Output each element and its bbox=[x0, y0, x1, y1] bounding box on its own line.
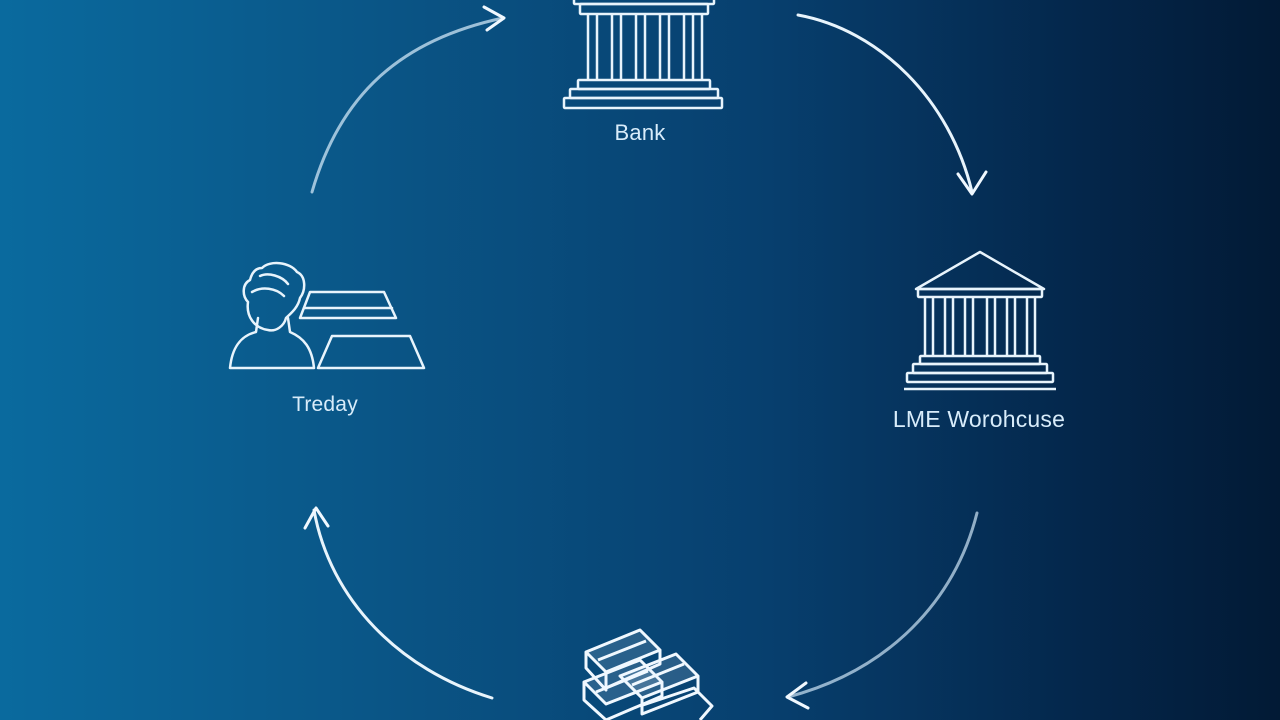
warehouse-building-icon bbox=[904, 250, 1056, 391]
trader-with-ingots-icon bbox=[228, 261, 426, 370]
arrow-trader-to-bank bbox=[310, 5, 506, 194]
arrow-ingots-to-trader bbox=[303, 506, 494, 700]
bank-label: Bank bbox=[614, 120, 666, 145]
warehouse-label: LME Worohcuse bbox=[892, 406, 1066, 432]
arrow-warehouse-to-ingots bbox=[785, 511, 979, 710]
arrow-bank-to-warehouse bbox=[796, 13, 988, 196]
bank-building-icon bbox=[562, 0, 724, 110]
metal-ingots-stack-icon bbox=[582, 628, 714, 720]
trader-label: Treday bbox=[292, 393, 358, 416]
